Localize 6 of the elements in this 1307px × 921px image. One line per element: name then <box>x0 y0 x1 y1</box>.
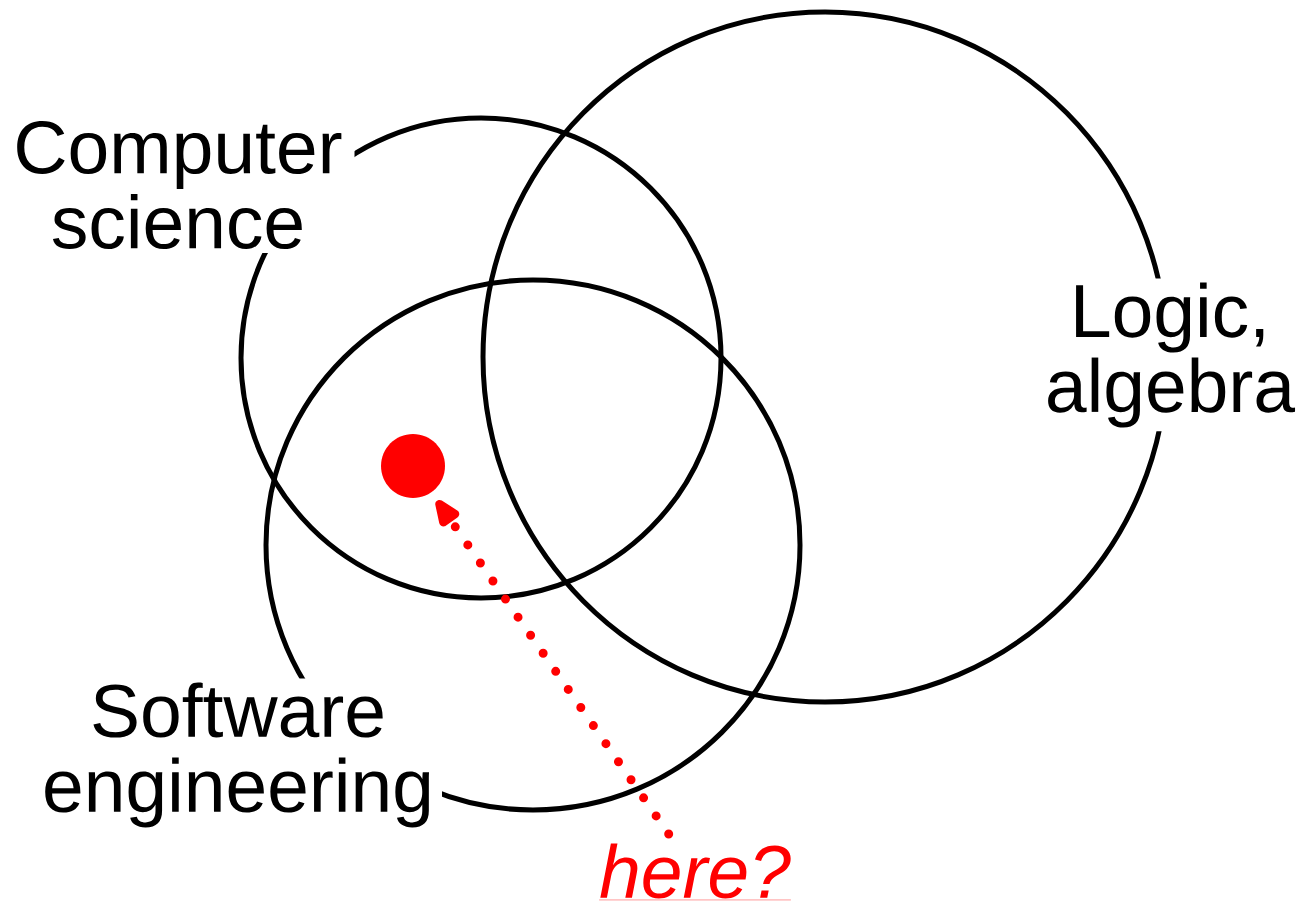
circle-label: Computer science <box>1 116 355 254</box>
circle-label: Software engineering <box>34 678 442 832</box>
question-label: here? <box>598 843 792 901</box>
dot <box>381 434 445 498</box>
dotted-arrow <box>435 499 674 839</box>
circle-label: Logic, algebra <box>1031 278 1307 432</box>
